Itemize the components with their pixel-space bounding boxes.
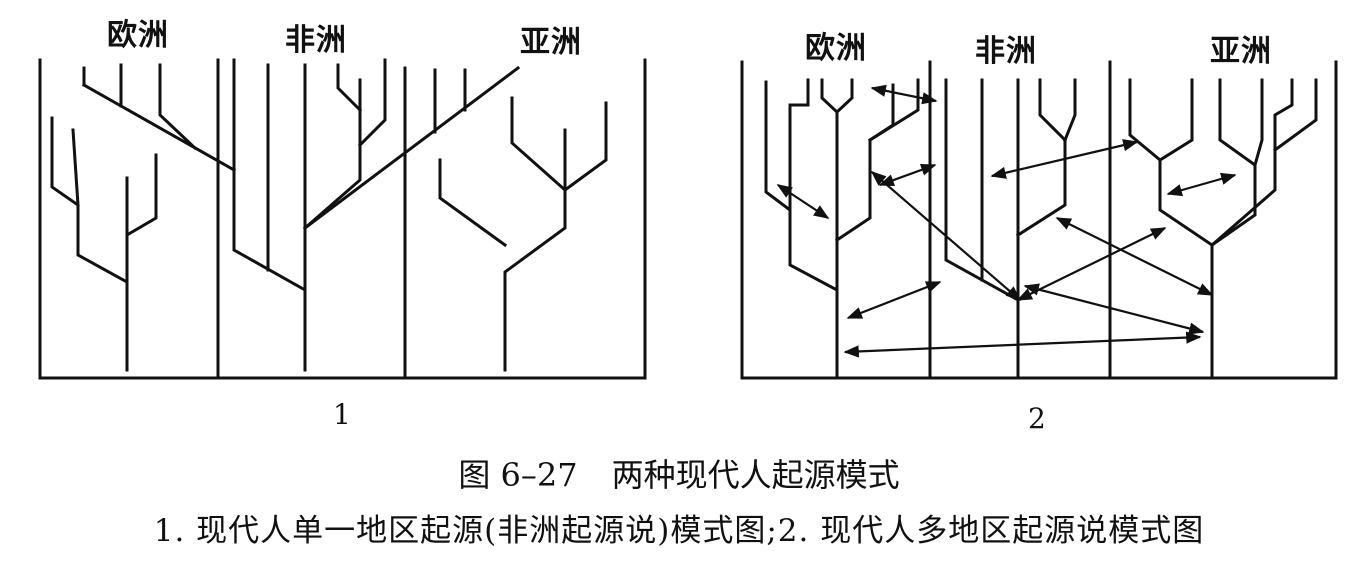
figure-caption-description: 1. 现代人单一地区起源(非洲起源说)模式图;2. 现代人多地区起源说模式图 — [153, 513, 1205, 549]
gene-flow-arrow — [846, 280, 942, 320]
gene-flow-arrow — [878, 163, 937, 187]
gene-flow-arrow — [870, 84, 938, 105]
figure-caption-title: 图 6–27 两种现代人起源模式 — [0, 450, 1358, 496]
panel1-label-africa: 非洲 — [285, 23, 347, 58]
gene-flow-arrow — [990, 139, 1139, 179]
gene-flow-arrow — [843, 331, 1202, 358]
gene-flow-arrow — [1016, 227, 1167, 301]
panel1-label-asia: 亚洲 — [520, 25, 582, 60]
figure-title: 两种现代人起源模式 — [611, 456, 900, 494]
gene-flow-arrow — [1166, 172, 1237, 197]
panel1-africa-tree — [232, 58, 387, 372]
gene-flow-arrow — [776, 184, 830, 219]
gene-flow-arrow — [1023, 283, 1205, 335]
panel2-africa-tree — [944, 78, 1077, 380]
panel2-europe-tree — [764, 78, 920, 380]
panel2-label-africa: 非洲 — [975, 34, 1037, 69]
panel1-europe-archaic-tree — [50, 116, 158, 372]
panel2-label-europe: 欧洲 — [805, 31, 867, 66]
gene-flow-arrow — [870, 170, 1022, 302]
panel2-number: 2 — [1028, 402, 1046, 435]
panel2-label-asia: 亚洲 — [1210, 34, 1272, 69]
panel1-asia-archaic-tree — [438, 96, 608, 372]
panel1-label-europe: 欧洲 — [107, 18, 169, 53]
panel1-europe-migration-branch — [81, 63, 237, 173]
panel1-asia-migration-branch — [302, 65, 521, 231]
panel1-number: 1 — [333, 398, 351, 431]
panel2-gene-flow-arrows — [776, 84, 1237, 358]
panel2-asia-tree — [1128, 78, 1318, 380]
figure-number: 图 6–27 — [458, 456, 578, 494]
